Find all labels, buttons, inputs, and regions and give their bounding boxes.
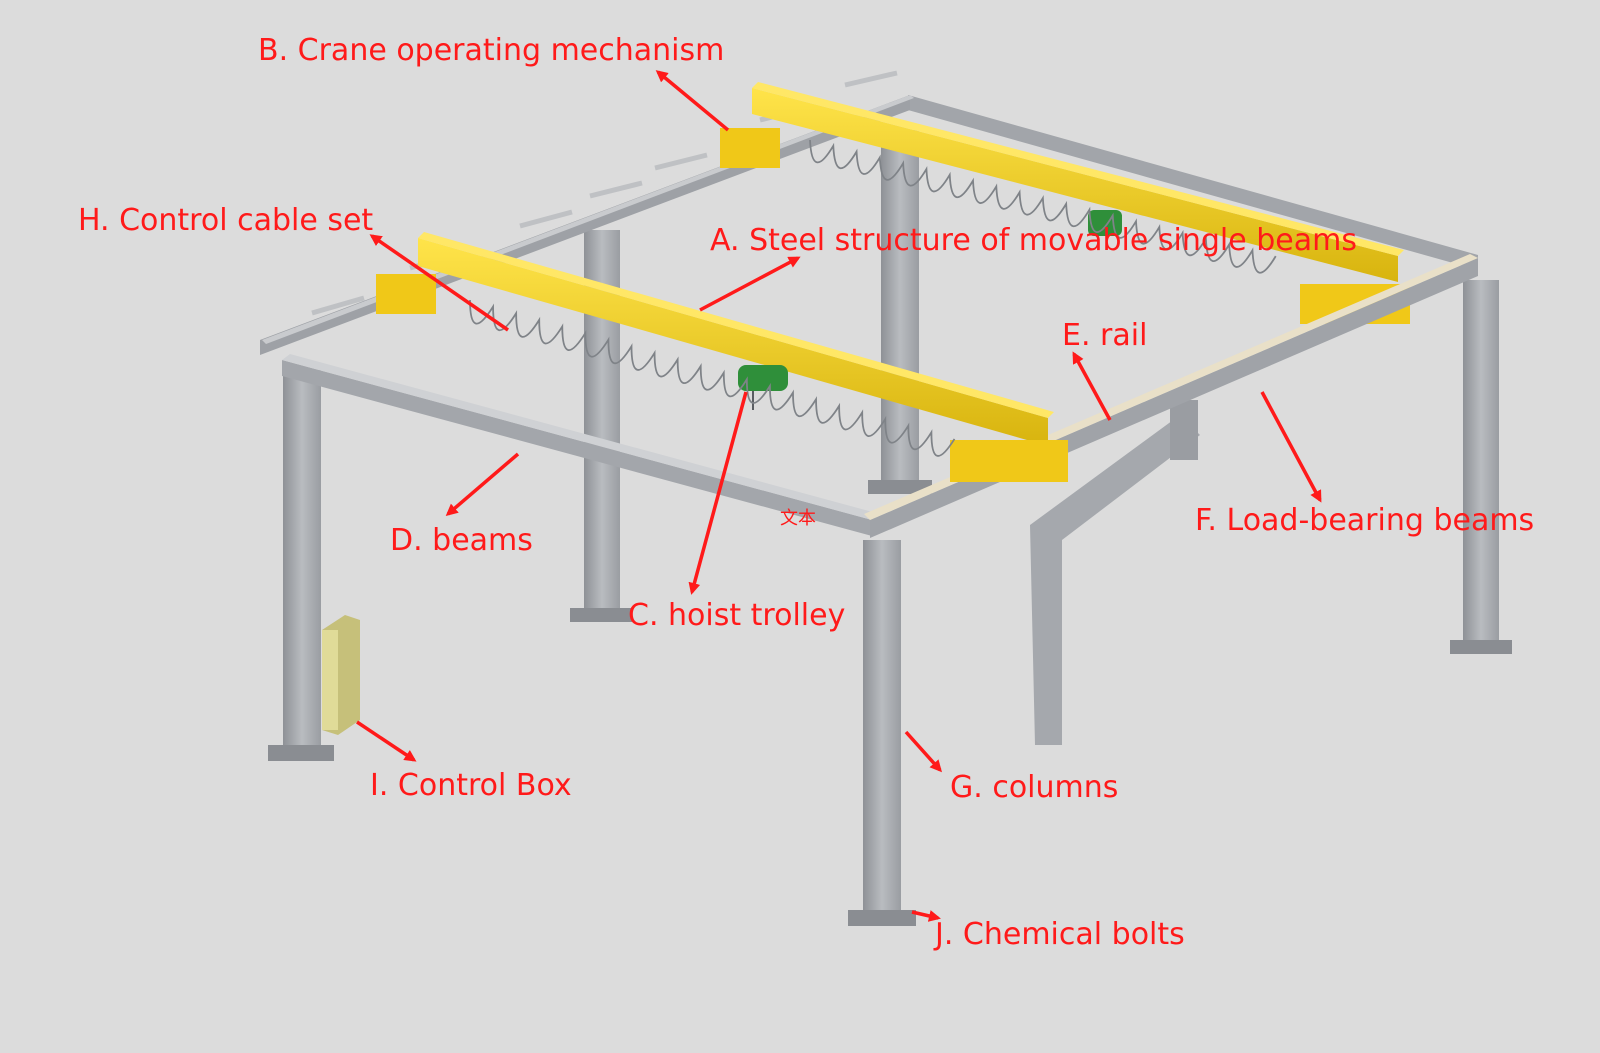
label-j: J. Chemical bolts <box>933 917 1185 952</box>
label-e: E. rail <box>1062 318 1147 353</box>
brace-plate <box>1170 400 1198 460</box>
girder-lower <box>376 232 1068 482</box>
label-h: H. Control cable set <box>78 203 373 238</box>
label-b: B. Crane operating mechanism <box>258 33 724 68</box>
front-columns <box>268 370 916 926</box>
hoist-trolley-body <box>738 365 788 391</box>
label-d: D. beams <box>390 523 533 558</box>
column-base-plate <box>268 745 334 761</box>
arrow-f <box>1260 391 1322 503</box>
end-carriage-right <box>950 440 1068 482</box>
column-base-plate <box>848 910 916 926</box>
column-right <box>1463 280 1499 650</box>
back-columns <box>570 130 1512 654</box>
column-front-center <box>863 540 901 920</box>
arrow-e <box>1072 351 1112 421</box>
arrow-j <box>911 910 941 922</box>
label-c: C. hoist trolley <box>628 598 845 633</box>
column-base-plate <box>868 480 932 494</box>
arrow-g <box>904 730 943 773</box>
end-carriage-left <box>720 128 780 168</box>
end-carriage-left <box>376 274 436 314</box>
arrow-h <box>369 234 509 332</box>
column-back-center <box>881 130 919 485</box>
arrow-c <box>688 391 748 595</box>
arrow-b <box>655 70 730 132</box>
label-i: I. Control Box <box>370 768 572 803</box>
control-box <box>322 615 360 735</box>
arrow-i <box>356 720 417 762</box>
beam-front-left <box>282 360 872 536</box>
arrow-a <box>699 256 801 312</box>
column-front-left <box>283 370 321 755</box>
girder-upper <box>720 82 1410 324</box>
label-g: G. columns <box>950 770 1118 805</box>
column-base-plate <box>1450 640 1512 654</box>
label-stray: 文本 <box>780 508 816 529</box>
arrow-d <box>445 452 520 516</box>
knee-brace <box>1030 415 1200 745</box>
column-base-plate <box>570 608 632 622</box>
label-a: A. Steel structure of movable single bea… <box>710 223 1357 258</box>
label-arrows <box>356 70 1322 922</box>
part-labels: B. Crane operating mechanism H. Control … <box>78 33 1534 952</box>
label-f: F. Load-bearing beams <box>1195 503 1534 538</box>
